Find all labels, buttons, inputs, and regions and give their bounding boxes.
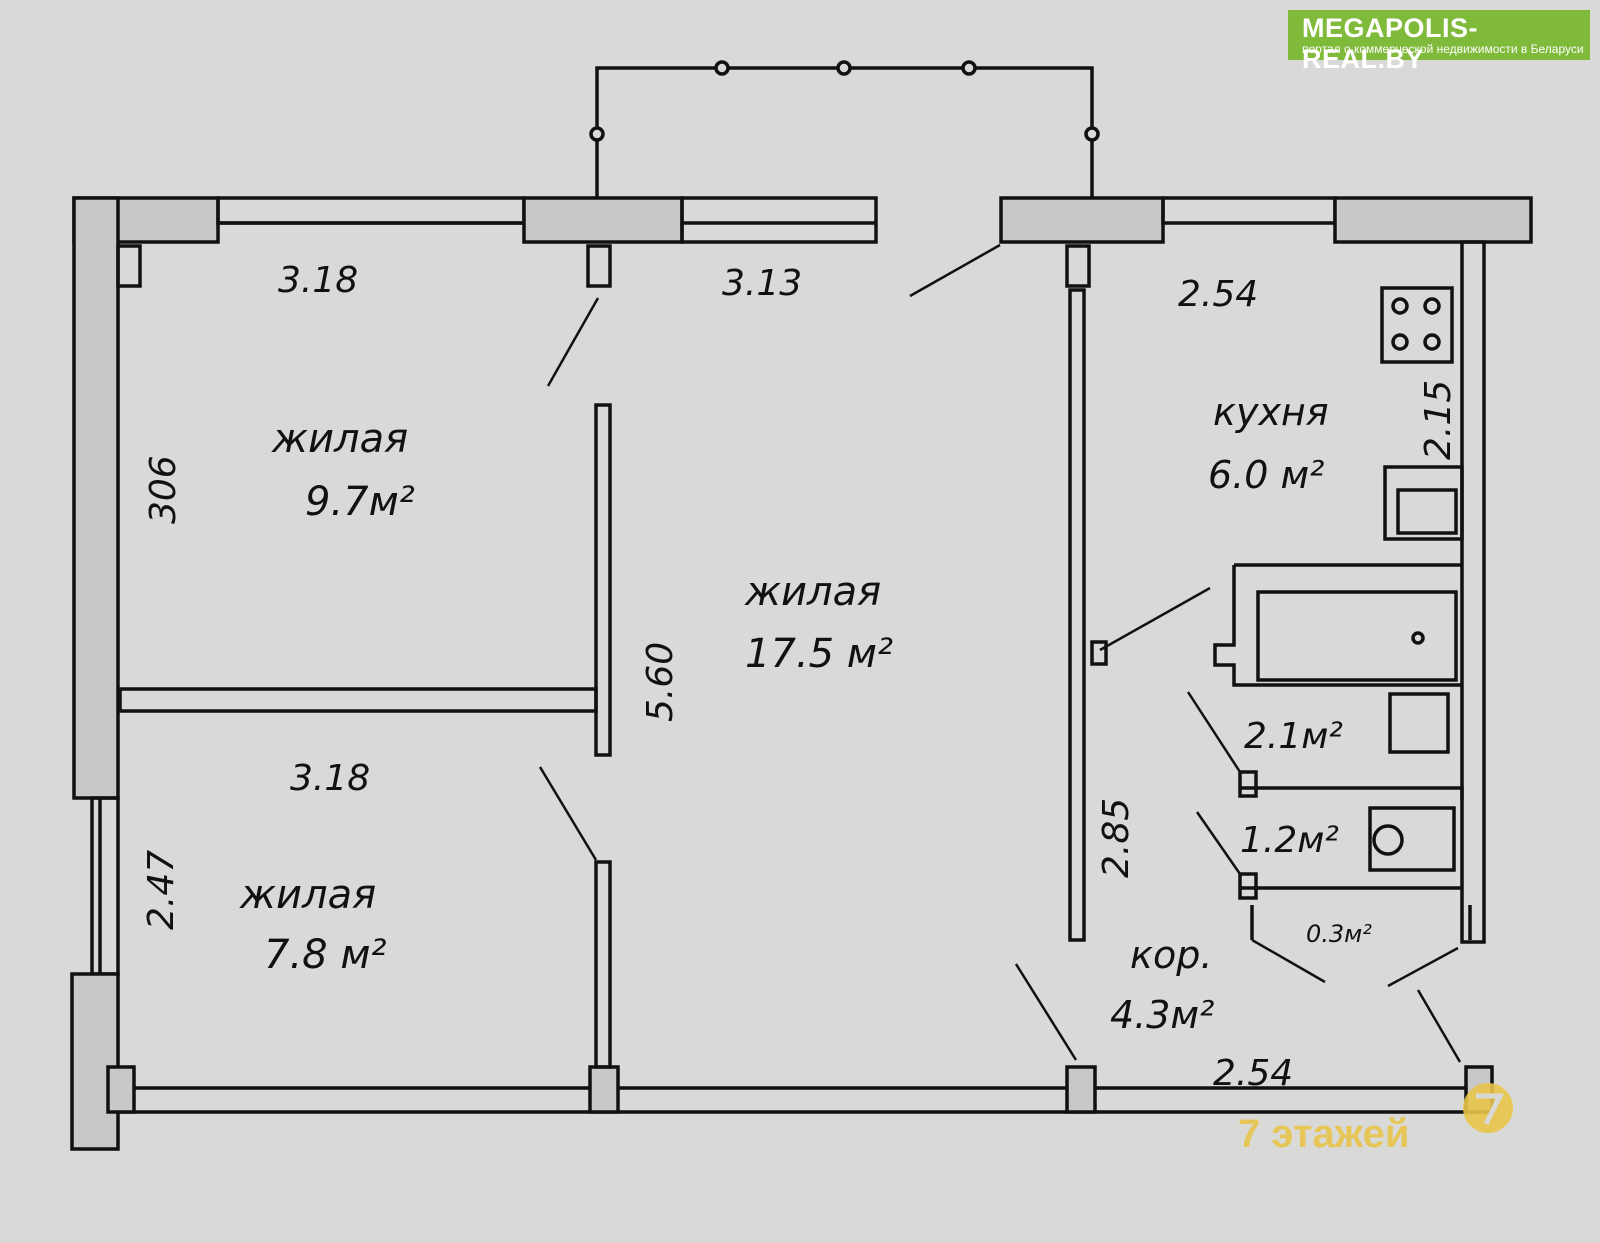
room-living-1-label: жилая <box>271 416 408 462</box>
dim-room1-width: 3.18 <box>278 260 358 301</box>
left-wall <box>70 196 120 1151</box>
watermark-text: 7 этажей <box>1238 1112 1410 1156</box>
top-wall <box>72 196 1533 244</box>
dim-corridor-width: 2.54 <box>1213 1053 1293 1094</box>
right-wall <box>1460 240 1486 944</box>
room-living-3-label: жилая <box>239 872 376 918</box>
dimension-labels: 3.18 3.13 2.54 306 5.60 2.15 3.18 2.47 2… <box>141 260 1459 1094</box>
room-labels: жилая 9.7м² жилая 17.5 м² жилая 7.8 м² к… <box>239 390 1372 1037</box>
site-tagline: портал о коммерческой недвижимости в Бел… <box>1302 42 1584 56</box>
room-living-3-area: 7.8 м² <box>264 932 387 978</box>
dim-corridor-depth: 2.85 <box>1096 798 1137 878</box>
door-swings <box>538 243 1462 1063</box>
dim-room3-depth: 2.47 <box>141 850 182 930</box>
dim-room2-depth: 5.60 <box>640 642 681 722</box>
room-corridor-label: кор. <box>1130 933 1212 977</box>
balcony <box>589 60 1100 203</box>
dim-room3-width: 3.18 <box>290 758 370 799</box>
room-kitchen-label: кухня <box>1213 390 1329 434</box>
room-toilet-area: 1.2м² <box>1240 820 1339 861</box>
dim-kitchen-width: 2.54 <box>1178 274 1258 315</box>
room-living-1-area: 9.7м² <box>305 479 415 525</box>
room-living-2-area: 17.5 м² <box>745 631 893 677</box>
interior-walls <box>116 244 1472 1069</box>
room-kitchen-area: 6.0 м² <box>1208 453 1324 497</box>
room-closet-area: 0.3м² <box>1306 920 1372 948</box>
site-badge[interactable]: MEGAPOLIS-REAL.BY портал о коммерческой … <box>1288 10 1590 74</box>
dim-kitchen-depth: 2.15 <box>1418 380 1459 460</box>
room-bathroom-area: 2.1м² <box>1244 716 1343 757</box>
room-corridor-area: 4.3м² <box>1110 993 1214 1037</box>
seven-logo-icon <box>1463 1083 1513 1133</box>
dim-room1-depth: 306 <box>143 455 184 524</box>
dim-room2-width: 3.13 <box>722 263 802 304</box>
site-name: MEGAPOLIS-REAL.BY <box>1302 13 1479 74</box>
room-living-2-label: жилая <box>744 569 881 615</box>
